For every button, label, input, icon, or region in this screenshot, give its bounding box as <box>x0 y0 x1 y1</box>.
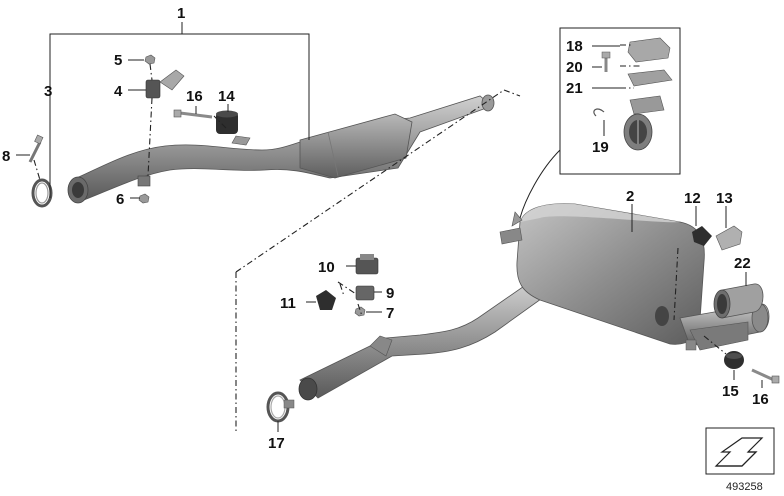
catalytic-converter <box>299 113 413 179</box>
leader-lines <box>16 22 763 432</box>
callout-2: 2 <box>626 188 634 205</box>
detail-box <box>559 27 681 175</box>
callout-13: 13 <box>716 190 733 207</box>
nut-part-6 <box>138 193 150 204</box>
direction-arrow-icon <box>705 427 775 475</box>
intermediate-pipe <box>299 281 549 399</box>
callout-4: 4 <box>114 83 123 100</box>
callout-16-lower: 16 <box>752 391 769 408</box>
bracket-part-10 <box>355 254 379 275</box>
callout-15: 15 <box>722 383 739 400</box>
reference-number: 493258 <box>726 481 763 493</box>
clamp-part-3 <box>31 178 53 208</box>
callout-21: 21 <box>566 80 583 97</box>
callout-22: 22 <box>734 255 751 272</box>
rubber-mount-part-12 <box>692 226 712 246</box>
bracket-part-13 <box>715 225 743 251</box>
front-pipe-rear-end <box>481 94 495 112</box>
callout-9: 9 <box>386 285 394 302</box>
front-pipe-assembly <box>67 94 495 204</box>
front-pipe <box>71 95 493 201</box>
rubber-mount-part-11 <box>316 290 336 310</box>
tailpipe-trim-part-22 <box>713 283 764 319</box>
callout-14: 14 <box>218 88 235 105</box>
callout-19: 19 <box>592 139 609 156</box>
bolt-part-16-upper <box>173 109 213 119</box>
callout-12: 12 <box>684 190 701 207</box>
clamp-part-17 <box>266 391 295 423</box>
bolt-part-8 <box>28 134 44 163</box>
callout-16-upper: 16 <box>186 88 203 105</box>
callout-10: 10 <box>318 259 335 276</box>
callout-11: 11 <box>280 295 296 312</box>
callout-5: 5 <box>114 52 122 69</box>
callout-7: 7 <box>386 305 394 322</box>
nut-part-5 <box>144 54 156 65</box>
callout-labels: 1 2 3 4 5 6 7 8 9 10 11 12 13 14 15 16 1… <box>2 5 769 452</box>
callout-20: 20 <box>566 59 583 76</box>
callout-1: 1 <box>177 5 185 22</box>
callout-18: 18 <box>566 38 583 55</box>
callout-17: 17 <box>268 435 285 452</box>
rear-pipe-assembly <box>298 281 549 401</box>
rubber-mount-part-15 <box>724 351 744 369</box>
callout-8: 8 <box>2 148 10 165</box>
intermediate-pipe-inlet <box>298 377 318 401</box>
bracket-part-9 <box>355 285 375 301</box>
callout-6: 6 <box>116 191 124 208</box>
rear-muffler-part-2 <box>499 203 770 351</box>
nut-part-7 <box>354 306 366 317</box>
bolt-part-16-lower <box>751 368 780 384</box>
rubber-mount-part-14 <box>216 110 251 146</box>
callout-3: 3 <box>44 83 52 100</box>
bracket-part-4 <box>145 69 185 99</box>
